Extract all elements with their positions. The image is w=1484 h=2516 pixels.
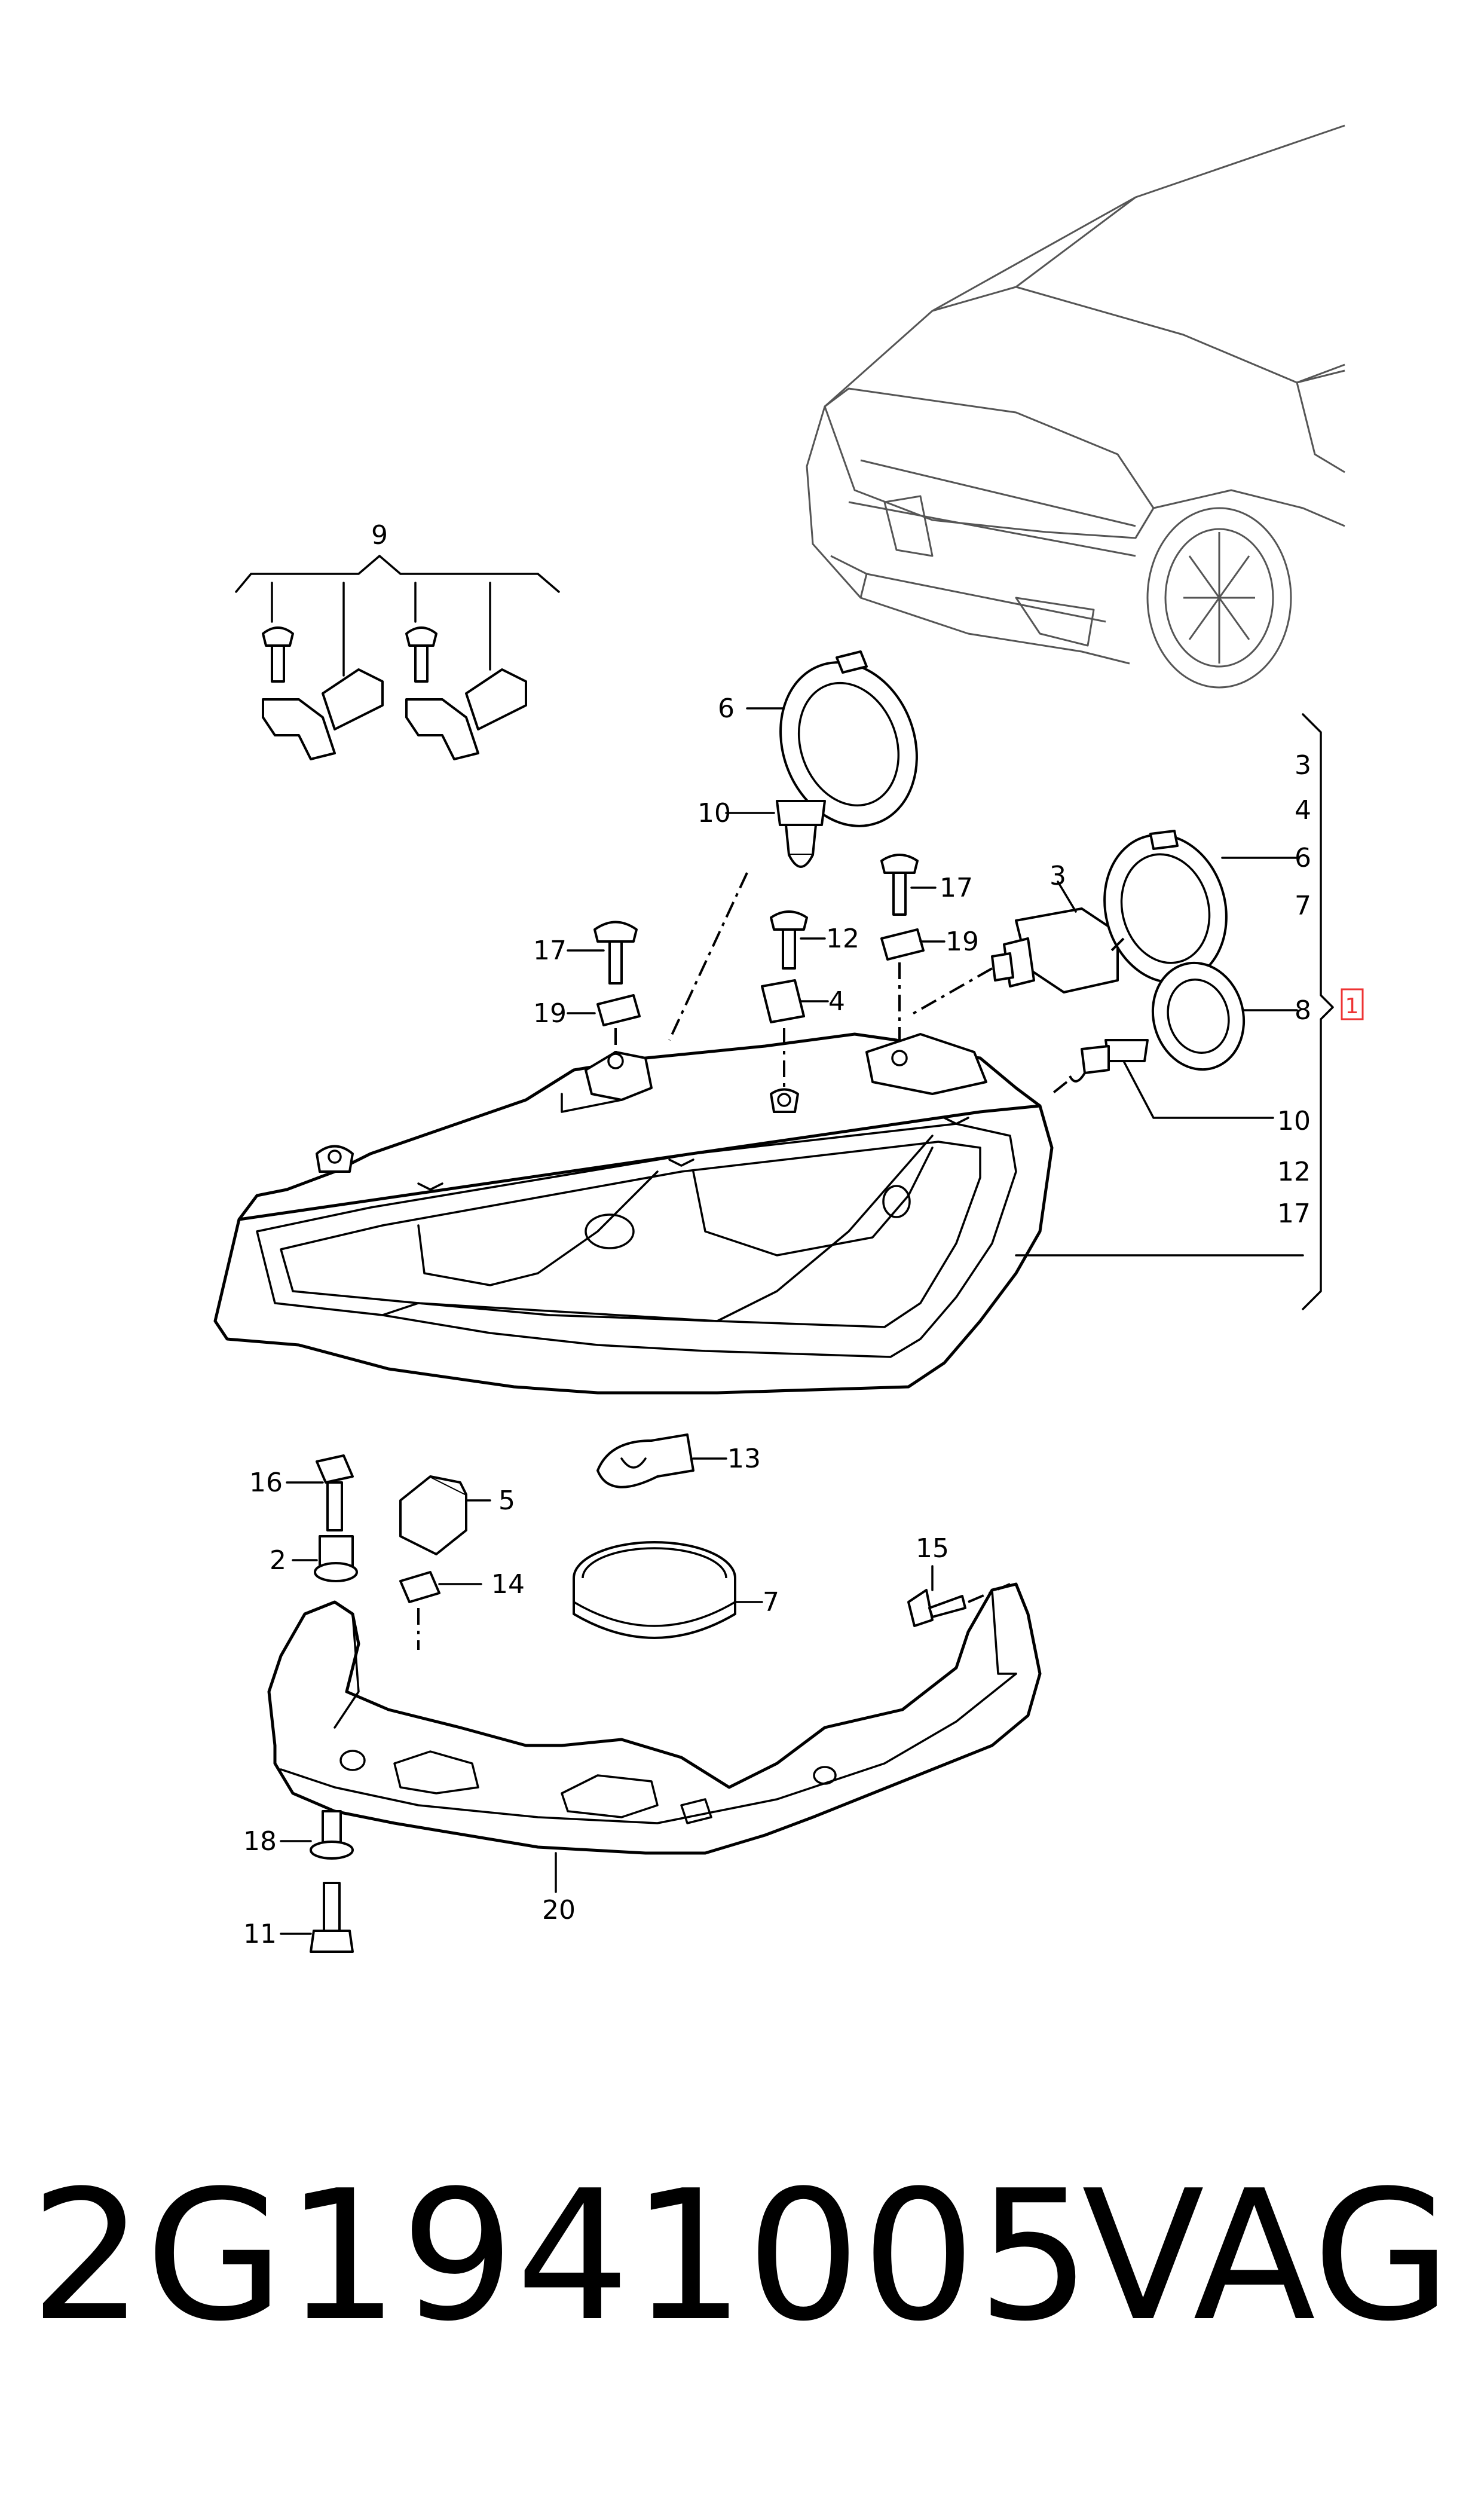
label-7-list: 7	[1295, 891, 1311, 921]
bulb-top	[668, 800, 826, 1041]
label-4-list: 4	[1295, 795, 1311, 826]
label-20: 20	[542, 1895, 576, 1925]
bolt-11	[280, 1882, 354, 1953]
screw-16	[286, 1454, 354, 1531]
label-14: 14	[491, 1569, 525, 1600]
label-19-left: 19	[533, 998, 567, 1029]
label-19-right: 19	[946, 927, 979, 957]
carrier-bracket-20	[267, 1582, 1042, 1893]
clip-5	[399, 1475, 491, 1555]
label-13: 13	[727, 1444, 761, 1474]
grommet-18	[280, 1810, 354, 1860]
label-3-right: 3	[1049, 861, 1066, 891]
label-10-list: 10	[1277, 1106, 1311, 1136]
label-16: 16	[249, 1468, 283, 1498]
label-12-center: 12	[826, 924, 859, 954]
group-bracket-1	[1302, 713, 1364, 1310]
label-18: 18	[243, 1826, 277, 1857]
label-3-list: 3	[1295, 750, 1311, 781]
label-5: 5	[498, 1485, 515, 1516]
label-11: 11	[243, 1919, 277, 1949]
nut-14	[399, 1571, 482, 1650]
label-6-list: 6	[1295, 843, 1311, 873]
car-illustration	[806, 124, 1345, 689]
label-15: 15	[916, 1533, 949, 1564]
screw-12-and-part-4	[761, 910, 829, 1100]
bulb-13	[596, 1433, 727, 1488]
clip-kit-group	[235, 555, 560, 760]
label-9: 9	[371, 520, 388, 551]
label-8-list: 8	[1295, 995, 1311, 1026]
label-10-top: 10	[697, 798, 731, 829]
headlight-housing	[213, 1032, 1304, 1395]
grommet-2	[292, 1535, 358, 1582]
label-1-group: 1	[1345, 994, 1359, 1019]
label-17-list: 17	[1277, 1199, 1311, 1229]
label-17-right: 17	[940, 873, 973, 903]
screw-17-left	[567, 921, 641, 1052]
cover-cap-top	[746, 650, 918, 827]
callout-labels: 9 6 10 17 19 12 4 17 19 3 3 4 6 7 8 10 1…	[243, 520, 1358, 1949]
brand-text: VAG	[1082, 2152, 1452, 2361]
label-7-lower: 7	[763, 1587, 779, 1618]
label-17-left: 17	[533, 936, 567, 966]
cap-8-and-bulb-10	[1051, 961, 1298, 1119]
screw-17-right	[880, 854, 946, 1052]
ring-7	[573, 1541, 763, 1639]
label-4-center: 4	[828, 986, 845, 1017]
label-2: 2	[270, 1545, 286, 1576]
label-6-top: 6	[718, 693, 735, 724]
part-number-text: 2G1941005	[30, 2152, 1093, 2361]
adjuster-motor-and-cap	[908, 830, 1298, 1017]
label-12-list: 12	[1277, 1157, 1311, 1187]
